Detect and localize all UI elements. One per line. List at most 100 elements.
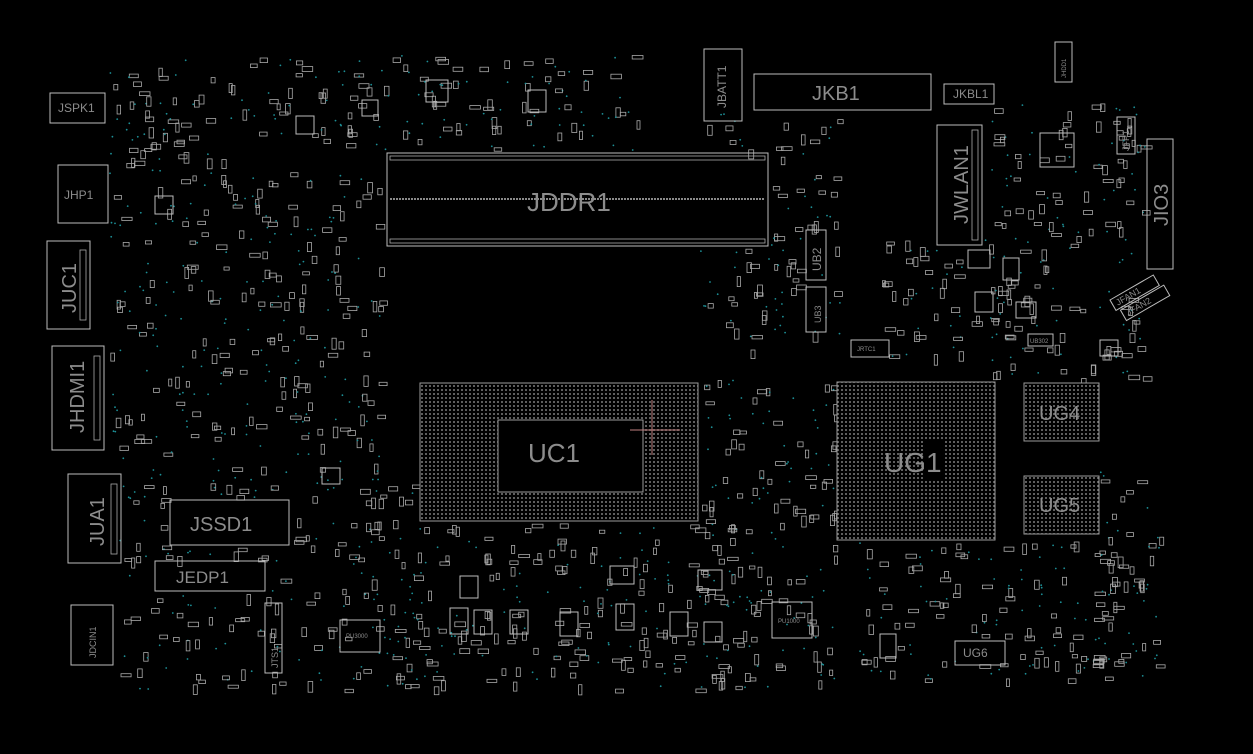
via bbox=[946, 273, 948, 275]
connector-jhp1[interactable]: JHP1 bbox=[57, 164, 109, 224]
connector-jkb1[interactable]: JKB1 bbox=[753, 73, 932, 111]
via bbox=[607, 643, 610, 646]
connector-jdcin1[interactable]: JDCIN1 bbox=[70, 604, 114, 666]
chip-uc1[interactable]: UC1 bbox=[419, 382, 699, 522]
smd-component bbox=[340, 211, 345, 222]
connector-jbatt1[interactable]: JBATT1 bbox=[703, 48, 743, 122]
smd-component bbox=[981, 634, 991, 639]
smd-component bbox=[442, 126, 453, 132]
connector-jfan[interactable]: JFAN1 JFAN2 bbox=[1109, 273, 1171, 323]
smd-component bbox=[261, 555, 270, 561]
smd-component bbox=[358, 557, 366, 563]
smd-component bbox=[1108, 537, 1113, 546]
via bbox=[1146, 583, 1149, 586]
connector-jhdmi1[interactable]: JHDMI1 bbox=[51, 345, 105, 451]
via bbox=[999, 313, 1002, 315]
connector-jrtc1[interactable]: JRTC1 bbox=[850, 339, 890, 358]
via bbox=[262, 280, 264, 283]
jts1-label: JTS1 bbox=[270, 647, 280, 668]
via bbox=[151, 169, 154, 172]
connector-jssd1[interactable]: JSSD1 bbox=[169, 499, 290, 546]
via bbox=[457, 82, 460, 85]
smd-component bbox=[362, 194, 372, 200]
smd-component bbox=[139, 91, 151, 97]
smd-component bbox=[129, 101, 135, 110]
connector-juc1[interactable]: JUC1 bbox=[46, 240, 91, 330]
smd-component bbox=[435, 56, 446, 62]
smd-component bbox=[289, 292, 295, 300]
via bbox=[143, 495, 146, 498]
smd-component bbox=[347, 132, 358, 137]
via bbox=[770, 531, 773, 534]
connector-jedp1[interactable]: JEDP1 bbox=[154, 560, 266, 592]
connector-jwlan1[interactable]: JWLAN1 bbox=[936, 124, 983, 246]
chip-pu3000[interactable]: PU3000 bbox=[339, 619, 381, 653]
via bbox=[426, 60, 429, 63]
via bbox=[518, 600, 521, 603]
smd-component bbox=[513, 681, 518, 692]
smd-component bbox=[745, 529, 753, 535]
chip-ub3[interactable]: UB3 bbox=[805, 286, 827, 333]
smd-component bbox=[1041, 249, 1047, 262]
via bbox=[373, 598, 375, 601]
connector-jddr1[interactable]: JDDR1 bbox=[386, 152, 769, 247]
smd-component bbox=[347, 430, 356, 436]
smd-component bbox=[279, 111, 289, 116]
via bbox=[786, 623, 788, 626]
via bbox=[756, 665, 759, 667]
connector-jua1[interactable]: JUA1 bbox=[67, 473, 122, 564]
connector-jio3[interactable]: JIO3 bbox=[1146, 138, 1174, 270]
via bbox=[1098, 637, 1100, 640]
via bbox=[341, 84, 344, 86]
chip-ug4[interactable]: UG4 bbox=[1023, 382, 1100, 442]
via bbox=[735, 251, 738, 254]
smd-component bbox=[369, 443, 374, 452]
via bbox=[748, 645, 751, 648]
chip-pu1000[interactable]: PU1000 bbox=[771, 601, 813, 639]
smd-component bbox=[754, 292, 758, 299]
smd-component bbox=[631, 55, 644, 60]
smd-component bbox=[323, 138, 331, 145]
smd-component bbox=[587, 631, 592, 640]
connector-jhdd1[interactable]: JHDD1 bbox=[1054, 41, 1073, 83]
ic-package bbox=[509, 609, 529, 635]
smd-component bbox=[280, 376, 285, 388]
smd-component bbox=[276, 406, 283, 412]
via bbox=[1133, 585, 1135, 587]
connector-jkbl1[interactable]: JKBL1 bbox=[943, 83, 995, 105]
chip-ub2[interactable]: UB2 bbox=[805, 229, 827, 281]
connector-jts1[interactable]: JTS1 bbox=[264, 602, 283, 674]
connector-jfp1[interactable]: JFP1 bbox=[1116, 116, 1136, 155]
via bbox=[1143, 600, 1145, 602]
via bbox=[810, 467, 813, 470]
chip-ug1[interactable]: UG1 bbox=[836, 381, 996, 541]
smd-component bbox=[939, 602, 945, 609]
via bbox=[364, 593, 367, 596]
via bbox=[372, 575, 375, 578]
smd-component bbox=[379, 267, 385, 277]
smd-component bbox=[672, 637, 677, 644]
smd-component bbox=[599, 529, 606, 534]
chip-ug6[interactable]: UG6 bbox=[954, 640, 1006, 666]
via bbox=[378, 455, 380, 458]
smd-component bbox=[361, 329, 368, 338]
ic-package bbox=[609, 565, 635, 585]
chip-ub302[interactable]: UB302 bbox=[1027, 333, 1054, 347]
smd-component bbox=[362, 393, 368, 402]
via bbox=[1122, 371, 1125, 374]
smd-component bbox=[533, 559, 543, 565]
via bbox=[468, 540, 470, 543]
chip-ug5[interactable]: UG5 bbox=[1023, 475, 1100, 535]
smd-component bbox=[295, 60, 304, 66]
smd-component bbox=[792, 278, 800, 283]
connector-jspk1[interactable]: JSPK1 bbox=[49, 92, 106, 124]
via bbox=[146, 656, 149, 659]
smd-component bbox=[231, 427, 236, 436]
smd-component bbox=[1108, 622, 1113, 632]
smd-component bbox=[749, 677, 757, 682]
via bbox=[810, 206, 813, 209]
via bbox=[207, 393, 210, 396]
via bbox=[220, 382, 222, 385]
smd-component bbox=[338, 341, 345, 350]
via bbox=[709, 281, 711, 283]
